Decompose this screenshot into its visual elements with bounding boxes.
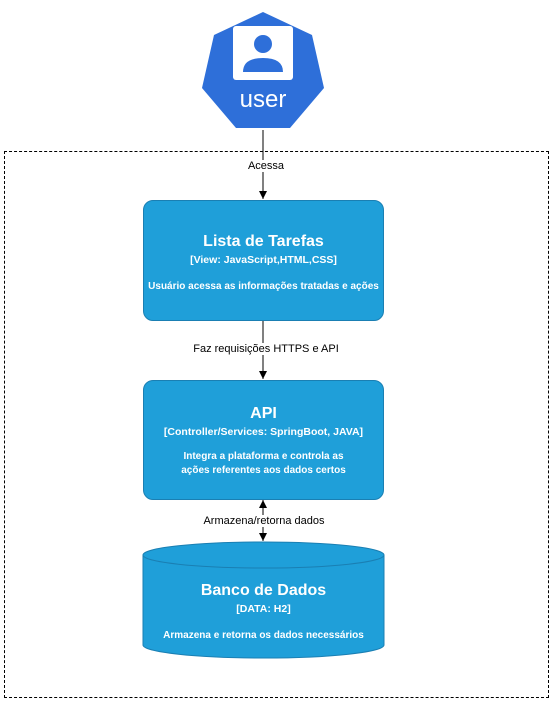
frontend-container: Lista de Tarefas [View: JavaScript,HTML,… [143, 200, 384, 321]
user-actor [202, 12, 324, 128]
user-icon-body [243, 58, 283, 72]
user-label: user [239, 86, 287, 113]
frontend-technology: [View: JavaScript,HTML,CSS] [190, 254, 337, 266]
database-text: Banco de Dados [DATA: H2] Armazena e ret… [143, 582, 384, 643]
api-container: API [Controller/Services: SpringBoot, JA… [143, 380, 384, 500]
edge-label-armazena: Armazena/retorna dados [202, 515, 326, 527]
api-title: API [250, 405, 277, 422]
edge-label-acessa: Acessa [246, 160, 286, 172]
system-boundary [4, 151, 549, 698]
database-rim [142, 554, 385, 569]
database-description: Armazena e retorna os dados necessários [163, 630, 364, 641]
user-icon-head [254, 35, 272, 53]
database-title: Banco de Dados [200, 582, 327, 599]
api-technology: [Controller/Services: SpringBoot, JAVA] [163, 426, 364, 438]
database-body [142, 541, 385, 659]
database-cylinder [142, 541, 385, 659]
frontend-title: Lista de Tarefas [203, 233, 324, 250]
api-description: Integra a plataforma e controla as ações… [181, 451, 346, 476]
frontend-description: Usuário acessa as informações tratadas e… [148, 281, 379, 292]
edge-label-requisicoes: Faz requisições HTTPS e API [192, 343, 340, 355]
database-technology: [DATA: H2] [236, 603, 291, 615]
